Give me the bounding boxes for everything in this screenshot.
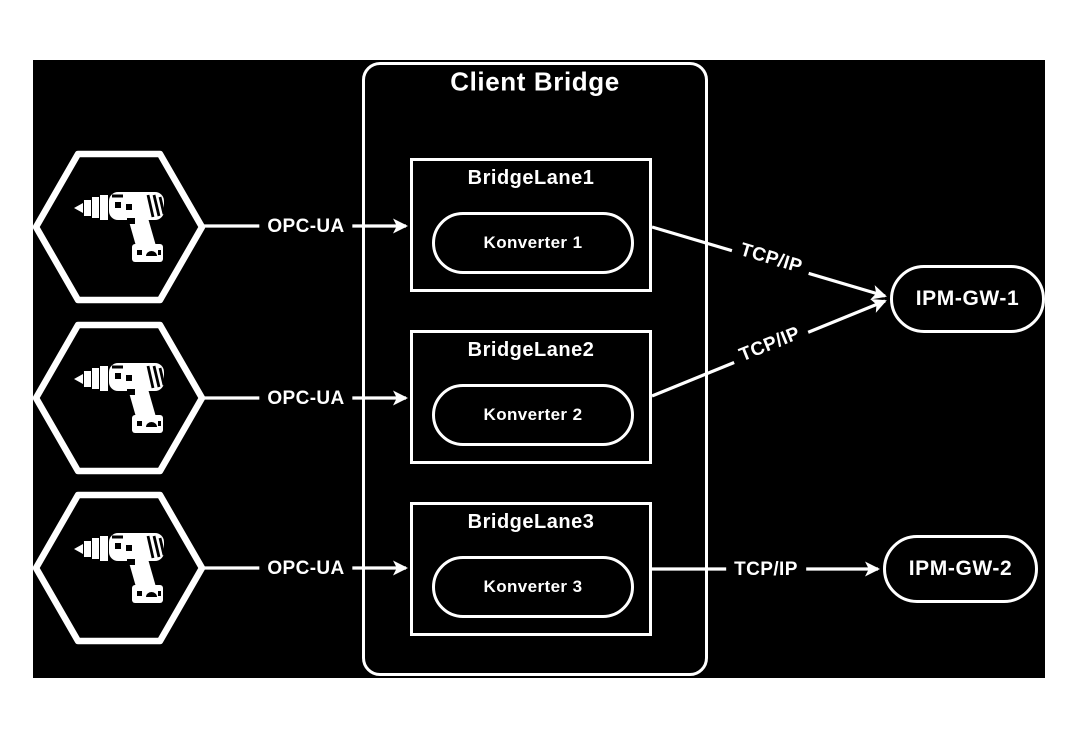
hexagon-outline <box>32 491 206 645</box>
gateway-ipm-gw-2: IPM-GW-2 <box>883 535 1038 603</box>
konverter-3-node: Konverter 3 <box>432 556 634 618</box>
bridge-lane-1: BridgeLane1 Konverter 1 <box>410 158 652 292</box>
tcpip-label-3: TCP/IP <box>726 558 806 582</box>
konverter-1-node: Konverter 1 <box>432 212 634 274</box>
machine-hexagon-3 <box>32 491 206 645</box>
opcua-label-3: OPC-UA <box>259 557 353 581</box>
bridge-lane-2: BridgeLane2 Konverter 2 <box>410 330 652 464</box>
konverter-2-node: Konverter 2 <box>432 384 634 446</box>
bridge-lane-3: BridgeLane3 Konverter 3 <box>410 502 652 636</box>
bridge-lane-3-title: BridgeLane3 <box>467 511 595 533</box>
drill-icon <box>74 533 166 603</box>
client-bridge-container <box>362 62 708 676</box>
machine-hexagon-1 <box>32 150 206 304</box>
hexagon-outline <box>32 321 206 475</box>
drill-icon <box>74 192 166 262</box>
opcua-label-2: OPC-UA <box>259 387 353 411</box>
drill-icon <box>74 363 166 433</box>
hexagon-outline <box>32 150 206 304</box>
bridge-lane-1-title: BridgeLane1 <box>467 167 595 189</box>
gateway-ipm-gw-1: IPM-GW-1 <box>890 265 1045 333</box>
machine-hexagon-2 <box>32 321 206 475</box>
client-bridge-title: Client Bridge <box>450 66 620 97</box>
bridge-lane-2-title: BridgeLane2 <box>467 339 595 361</box>
opcua-label-1: OPC-UA <box>259 215 353 239</box>
